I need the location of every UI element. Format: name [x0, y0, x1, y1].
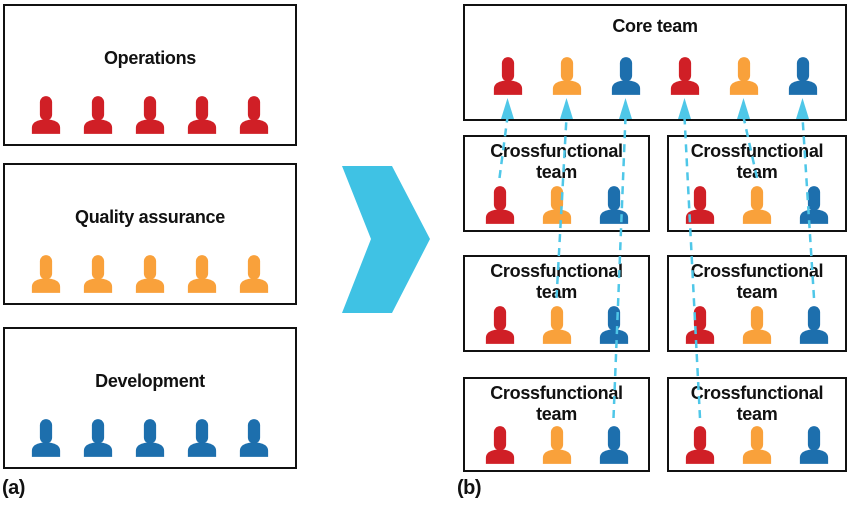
box-title: Crossfunctional team	[690, 141, 824, 182]
person-icon	[684, 426, 716, 464]
person-icon	[684, 186, 716, 224]
person-icon	[684, 306, 716, 344]
box-title: Crossfunctional team	[690, 261, 824, 302]
members-row	[465, 306, 648, 344]
box-title: Crossfunctional team	[490, 261, 623, 302]
person-icon	[598, 186, 630, 224]
person-icon	[798, 186, 830, 224]
label-a: (a)	[2, 477, 25, 499]
person-icon	[541, 186, 573, 224]
members-row	[465, 57, 845, 95]
person-icon	[741, 306, 773, 344]
person-icon	[610, 57, 642, 95]
crossfunctional-box: Crossfunctional team	[463, 135, 650, 232]
person-icon	[484, 426, 516, 464]
crossfunctional-box: Crossfunctional team	[463, 255, 650, 352]
box-title: Operations	[103, 48, 197, 68]
person-icon	[186, 419, 218, 457]
box-title: Crossfunctional team	[490, 141, 623, 182]
members-row	[5, 96, 295, 134]
person-icon	[669, 57, 701, 95]
person-icon	[798, 306, 830, 344]
crossfunctional-box: Crossfunctional team	[667, 135, 847, 232]
person-icon	[82, 96, 114, 134]
person-icon	[82, 255, 114, 293]
person-icon	[492, 57, 524, 95]
person-icon	[551, 57, 583, 95]
person-icon	[598, 426, 630, 464]
person-icon	[541, 426, 573, 464]
person-icon	[741, 186, 773, 224]
members-row	[669, 186, 845, 224]
person-icon	[134, 96, 166, 134]
person-icon	[238, 255, 270, 293]
person-icon	[238, 419, 270, 457]
person-icon	[186, 255, 218, 293]
label-b: (b)	[457, 477, 482, 499]
person-icon	[238, 96, 270, 134]
crossfunctional-box: Crossfunctional team	[667, 255, 847, 352]
org-box-development: Development	[3, 327, 297, 469]
crossfunctional-box: Crossfunctional team	[463, 377, 650, 472]
person-icon	[787, 57, 819, 95]
org-box-quality-assurance: Quality assurance	[3, 163, 297, 305]
org-box-operations: Operations	[3, 4, 297, 146]
members-row	[465, 186, 648, 224]
members-row	[669, 306, 845, 344]
members-row	[5, 255, 295, 293]
person-icon	[598, 306, 630, 344]
person-icon	[186, 96, 218, 134]
person-icon	[541, 306, 573, 344]
person-icon	[30, 419, 62, 457]
person-icon	[134, 255, 166, 293]
members-row	[5, 419, 295, 457]
members-row	[465, 426, 648, 464]
person-icon	[134, 419, 166, 457]
person-icon	[728, 57, 760, 95]
box-title: Crossfunctional team	[490, 383, 623, 424]
box-title: Quality assurance	[75, 207, 225, 227]
person-icon	[741, 426, 773, 464]
crossfunctional-box: Crossfunctional team	[667, 377, 847, 472]
box-title: Crossfunctional team	[690, 383, 824, 424]
person-icon	[798, 426, 830, 464]
box-title: Development	[95, 371, 205, 391]
person-icon	[30, 255, 62, 293]
person-icon	[484, 306, 516, 344]
person-icon	[82, 419, 114, 457]
core-team-box: Core team	[463, 4, 847, 121]
members-row	[669, 426, 845, 464]
box-title: Core team	[612, 16, 698, 36]
chevron-right-icon	[342, 166, 430, 313]
person-icon	[484, 186, 516, 224]
person-icon	[30, 96, 62, 134]
